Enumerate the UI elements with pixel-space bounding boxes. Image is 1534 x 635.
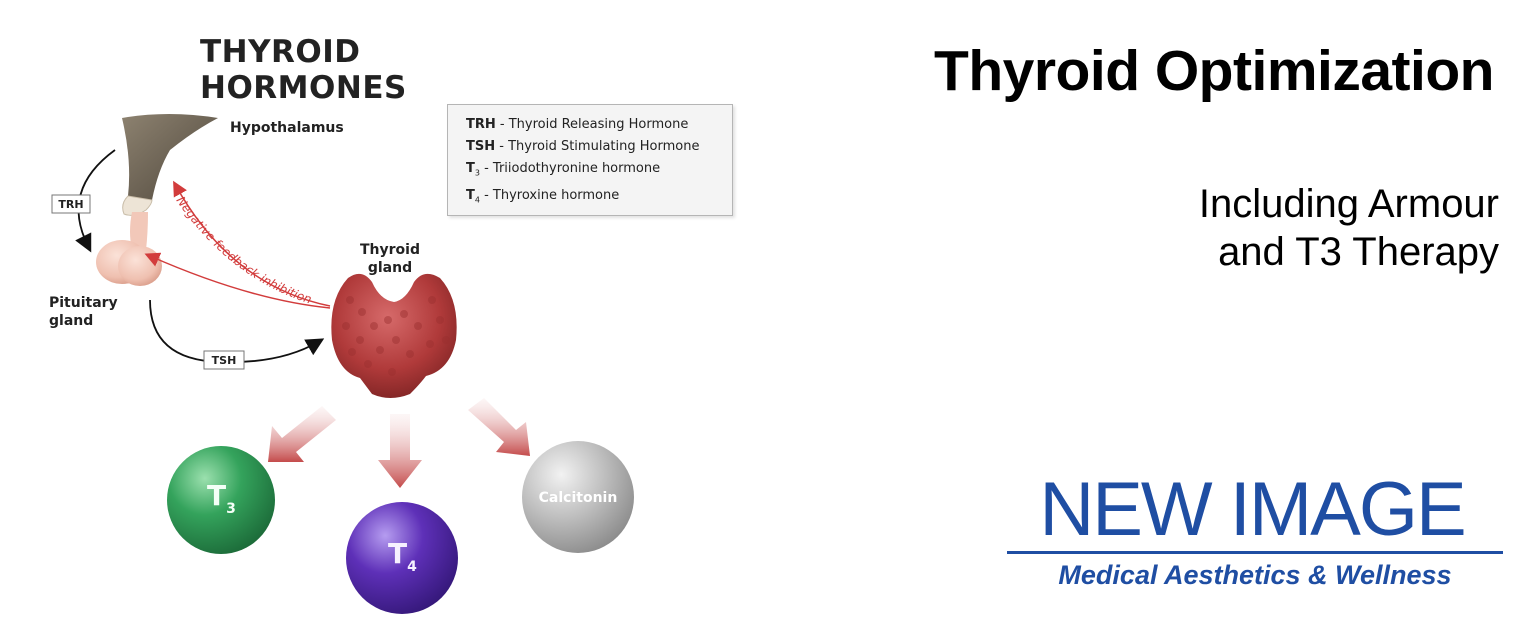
hypothalamus-illustration: [122, 114, 218, 250]
page-subtitle-line1: Including Armour: [1198, 182, 1499, 226]
calcitonin-label: Calcitonin: [539, 490, 618, 506]
thyroid-label-line2: gland: [367, 260, 413, 276]
legend-row-trh: TRH - Thyroid Releasing Hormone: [466, 117, 689, 132]
thyroid-label: Thyroid gland: [360, 241, 420, 277]
thyroid-illustration: [331, 273, 457, 398]
page-title: Thyroid Optimization: [934, 39, 1494, 103]
pituitary-illustration: [96, 240, 162, 286]
legend-row-t4: T4 - Thyroxine hormone: [466, 187, 620, 205]
pituitary-label-line2: gland: [49, 313, 94, 329]
diagram-graphic: Negative feedback inhibition T3 T4 Calci…: [51, 114, 634, 614]
t4-label: T4: [388, 537, 417, 575]
trh-arrow: [75, 149, 116, 253]
thyroid-label-line1: Thyroid: [360, 242, 420, 258]
arrow-to-t3: [268, 406, 336, 462]
trh-tag-box: [51, 194, 91, 214]
pituitary-label: Pituitary gland: [49, 294, 118, 330]
arrow-to-t4: [378, 414, 422, 488]
feedback-label: Negative feedback inhibition: [174, 194, 314, 307]
legend: TRH - Thyroid Releasing Hormone TSH - Th…: [447, 104, 733, 216]
trh-tag: TRH: [58, 198, 83, 211]
arrow-to-calcitonin: [468, 398, 530, 456]
diagram-title: THYROID HORMONES: [200, 34, 407, 106]
legend-row-t3: T3 - Triiodothyronine hormone: [466, 161, 661, 178]
logo-wordmark: NEW IMAGE: [1039, 467, 1466, 552]
page-subtitle: Including Armour and T3 Therapy: [1199, 180, 1499, 276]
feedback-arrow-to-hypothalamus: [173, 180, 331, 307]
tsh-tag-box: [203, 350, 245, 370]
logo-tagline: Medical Aesthetics & Wellness: [1058, 560, 1452, 590]
feedback-arrow-to-pituitary: [144, 252, 331, 309]
t4-sphere: [346, 502, 458, 614]
t3-label: T3: [207, 479, 236, 517]
logo-divider: [1007, 551, 1503, 554]
calcitonin-sphere: [522, 441, 634, 553]
t3-sphere: [167, 446, 275, 554]
pituitary-label-line1: Pituitary: [49, 295, 118, 311]
hypothalamus-label: Hypothalamus: [230, 120, 344, 136]
page-subtitle-line2: and T3 Therapy: [1218, 230, 1499, 274]
legend-row-tsh: TSH - Thyroid Stimulating Hormone: [466, 139, 700, 154]
tsh-tag: TSH: [212, 354, 237, 367]
